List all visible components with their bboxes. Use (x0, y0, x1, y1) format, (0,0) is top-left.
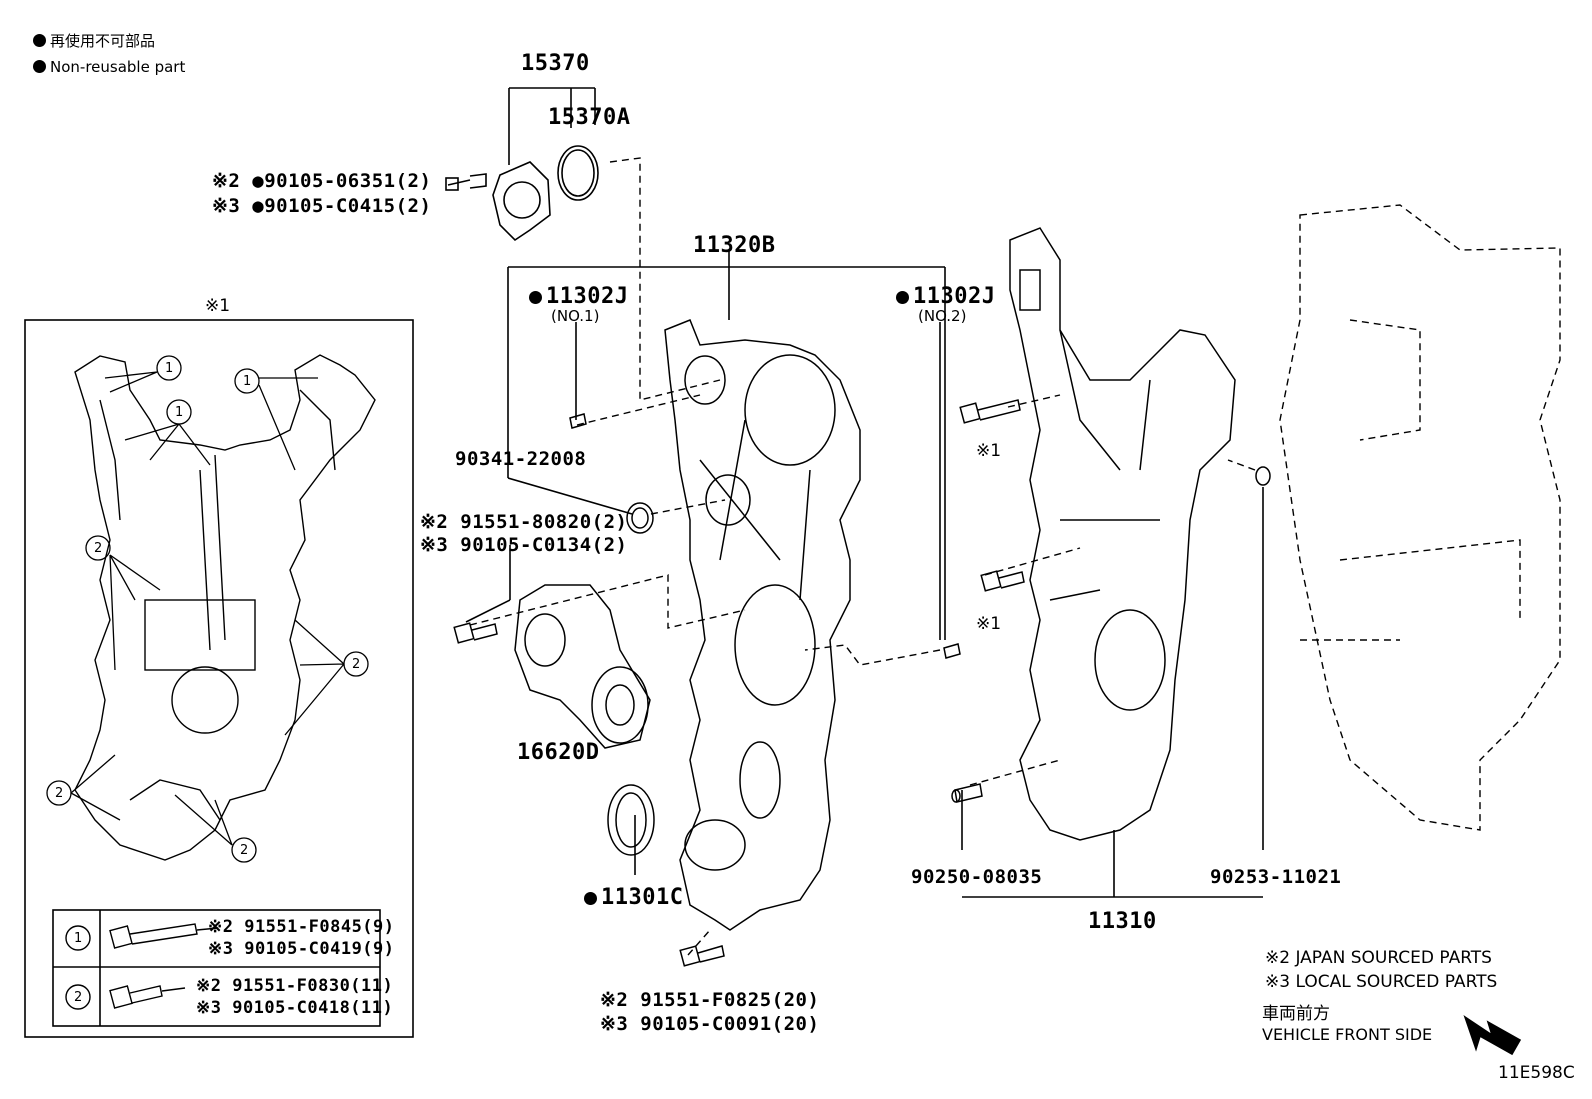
inset-title: ※1 (205, 296, 231, 316)
part-90341-label[interactable]: 90341-22008 (455, 448, 587, 470)
non-reusable-dot-icon (529, 291, 542, 304)
part-11302J-no1-label[interactable]: 11302J (529, 286, 628, 308)
inset-row2-jp[interactable]: ※2 91551-F0830(11) (196, 976, 394, 996)
note-japan-sourced: ※2 JAPAN SOURCED PARTS (1265, 948, 1492, 968)
part-90250-label[interactable]: 90250-08035 (911, 866, 1043, 888)
callout-1: 1 (165, 361, 174, 376)
inset-row1-jp[interactable]: ※2 91551-F0845(9) (208, 917, 395, 937)
callout-1: 1 (175, 405, 184, 420)
inset-callouts (46, 355, 369, 863)
part-11310 (1009, 227, 1236, 841)
table-callout-1: 1 (74, 931, 83, 946)
diagram-code: 11E598C (1498, 1063, 1575, 1083)
bolt-mid-jp[interactable]: ※2 91551-80820(2) (420, 511, 628, 533)
part-11320B (664, 319, 861, 931)
bolt-top-jp[interactable]: ※2 ●90105-06351(2) (212, 170, 432, 192)
part-15370 (445, 145, 599, 242)
bolt-bottom-local[interactable]: ※3 90105-C0091(20) (600, 1013, 820, 1035)
part-16620D (514, 584, 651, 749)
vehicle-front-en: VEHICLE FRONT SIDE (1262, 1025, 1433, 1044)
part-90253-label[interactable]: 90253-11021 (1210, 866, 1342, 888)
bolt-ref-1b: ※1 (976, 614, 1002, 634)
part-16620D-label[interactable]: 16620D (517, 740, 600, 765)
callout-1: 1 (243, 374, 252, 389)
callout-2: 2 (94, 541, 103, 556)
bolt-bottom-jp[interactable]: ※2 91551-F0825(20) (600, 989, 820, 1011)
vehicle-front-jp: 車両前方 (1262, 1004, 1330, 1024)
bolt-mid-local[interactable]: ※3 90105-C0134(2) (420, 534, 628, 556)
part-11302J-no2-sub: (NO.2) (918, 307, 967, 325)
inset-row1-local[interactable]: ※3 90105-C0419(9) (208, 939, 395, 959)
part-11302J-no2-label[interactable]: 11302J (896, 286, 995, 308)
non-reusable-dot-icon (896, 291, 909, 304)
non-reusable-dot-icon (33, 34, 46, 47)
part-11302J-no1-sub: (NO.1) (551, 307, 600, 325)
inset-table (52, 909, 381, 1027)
note-local-sourced: ※3 LOCAL SOURCED PARTS (1265, 972, 1498, 992)
callout-2: 2 (352, 657, 361, 672)
bolt-ref-1a: ※1 (976, 441, 1002, 461)
non-reusable-dot-icon (33, 60, 46, 73)
part-11310-label[interactable]: 11310 (1088, 909, 1157, 934)
bracket-lines (465, 87, 1264, 898)
part-15370-label[interactable]: 15370 (521, 51, 590, 76)
part-11320B-label[interactable]: 11320B (693, 233, 776, 258)
small-parts (569, 413, 1271, 856)
dashed-lines (469, 157, 1561, 956)
main-bolts (453, 399, 1025, 967)
inset-cover-drawing (74, 354, 376, 861)
legend-en: Non-reusable part (33, 60, 185, 75)
non-reusable-dot-icon (584, 892, 597, 905)
callout-2: 2 (55, 786, 64, 801)
callout-2: 2 (240, 843, 249, 858)
inset-row2-local[interactable]: ※3 90105-C0418(11) (196, 998, 394, 1018)
table-callout-2: 2 (74, 990, 83, 1005)
inset-frame (24, 319, 414, 1038)
part-15370A-label[interactable]: 15370A (548, 105, 631, 130)
legend-jp: 再使用不可部品 (33, 34, 155, 49)
bolt-top-local[interactable]: ※3 ●90105-C0415(2) (212, 195, 432, 217)
part-11301C-label[interactable]: 11301C (584, 887, 683, 909)
vehicle-front-arrow (1463, 1015, 1522, 1056)
inset-bolt-icons (65, 923, 219, 1010)
